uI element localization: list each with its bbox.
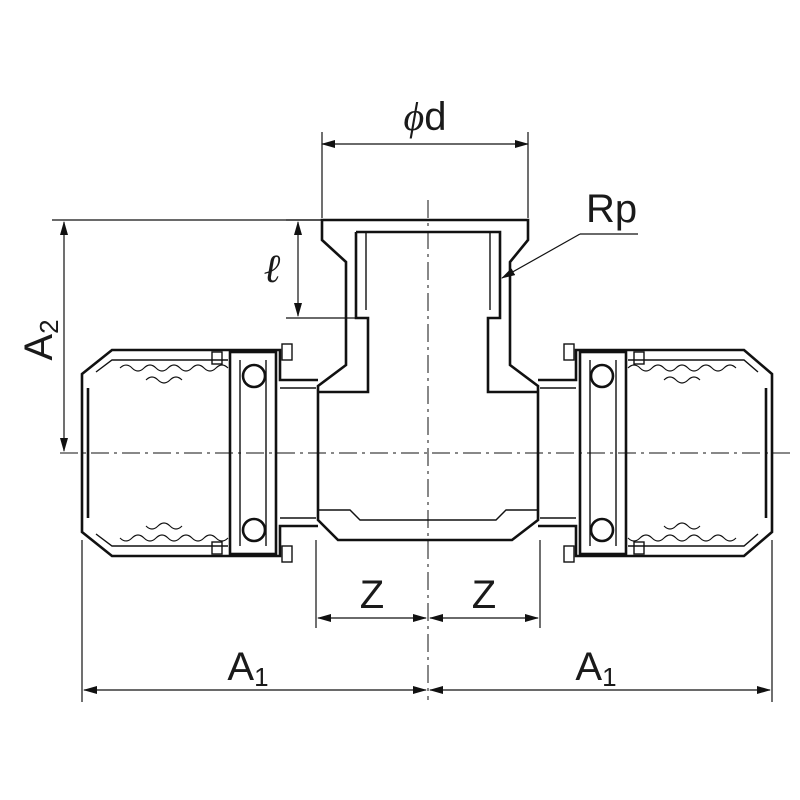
a2-dimension: A2 <box>17 219 322 452</box>
z-dimensions: Z Z <box>315 540 541 628</box>
z-left-label: Z <box>360 573 384 617</box>
thread-length-dimension: ℓ <box>264 219 356 319</box>
center-lines <box>60 200 790 700</box>
thread-label: Rp <box>586 187 637 231</box>
thread-length-label: ℓ <box>264 246 281 291</box>
left-coupling <box>80 343 318 563</box>
rp-leader: Rp <box>501 187 638 279</box>
a2-label: A2 <box>17 319 64 360</box>
z-right-label: Z <box>472 573 496 617</box>
diameter-dimension: ϕd <box>321 94 529 218</box>
a1-dimensions: A1 A1 <box>81 540 773 702</box>
a1-left-label: A1 <box>227 645 268 692</box>
diameter-label: ϕd <box>404 94 447 139</box>
a1-right-label: A1 <box>575 645 616 692</box>
